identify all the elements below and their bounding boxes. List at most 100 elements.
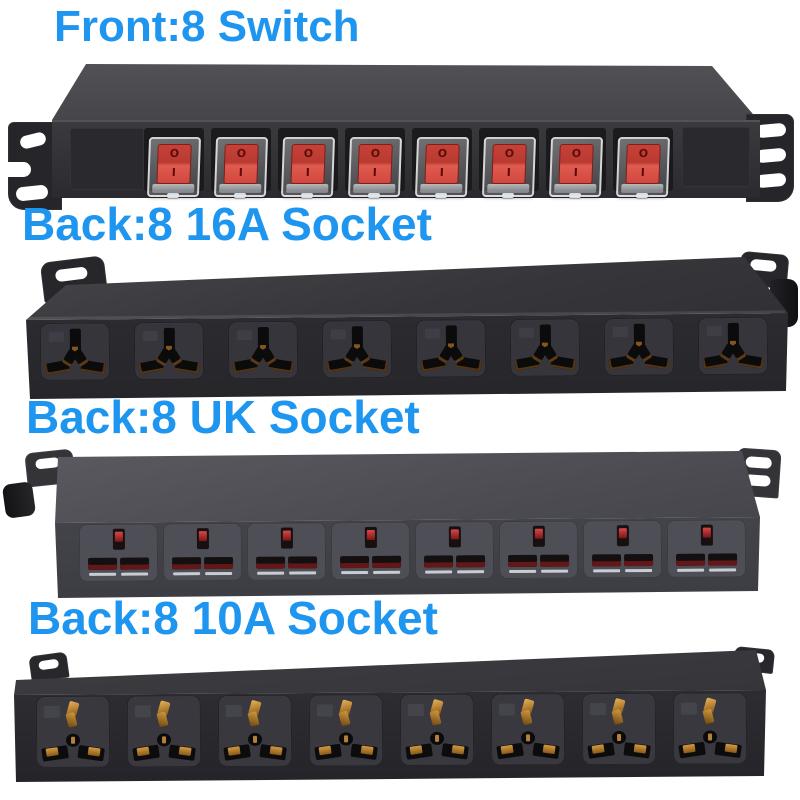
brass-contact-clip: [156, 701, 172, 733]
neutral-pin-slot: [256, 739, 286, 759]
red-rocker-button: O I: [625, 144, 661, 184]
brass-contact-clip: [65, 702, 81, 734]
brass-contact-clip: [429, 700, 445, 732]
ear-slot: [745, 456, 773, 469]
universal-socket-10a: [308, 694, 384, 767]
earth-pin-slot: [196, 528, 209, 550]
rocker-switch-module: O I: [211, 128, 271, 202]
brass-contact-clip: [702, 698, 718, 730]
neutral-pin-slot: [357, 349, 387, 371]
universal-socket-16a: [133, 321, 205, 381]
switch-protective-cover: O I: [615, 137, 671, 197]
socket-rating-label: [236, 330, 252, 341]
switch-on-marking: I: [573, 166, 579, 179]
red-rocker-button: O I: [424, 144, 460, 184]
universal-socket-10a: [672, 692, 748, 765]
earth-pin-slot: [112, 528, 125, 550]
brass-contact-clip: [247, 701, 263, 733]
live-pin-slot: [42, 740, 72, 760]
pdu-back-8x10a-socket: [0, 645, 800, 800]
pdu4-left-mounting-ear: [28, 651, 70, 683]
caption-back-10a-socket: Back:8 10A Socket: [28, 592, 438, 644]
live-pin-slot: [676, 553, 706, 566]
socket-rating-label: [498, 703, 515, 716]
cover-hinge: [286, 184, 329, 193]
pdu1-top-surface: [52, 64, 758, 120]
brass-contact-clip: [611, 699, 627, 731]
caption-back-16a-socket: Back:8 16A Socket: [22, 198, 432, 250]
switch-on-marking: I: [305, 166, 311, 179]
red-rocker-button: O I: [290, 144, 326, 184]
socket-rating-label: [134, 705, 151, 718]
brass-contact-clip: [338, 700, 354, 732]
brass-contact-clip: [520, 699, 536, 731]
uk-socket: [414, 521, 495, 580]
live-pin-slot: [256, 556, 286, 569]
live-pin-slot: [139, 351, 169, 373]
uk-socket: [666, 519, 747, 578]
cover-hinge: [353, 184, 396, 193]
live-pin-slot: [340, 555, 370, 569]
switch-on-marking: I: [506, 166, 512, 179]
socket-row-10a: [35, 692, 748, 768]
socket-rating-label: [424, 328, 440, 339]
live-pin-slot: [592, 554, 622, 567]
neutral-pin-slot: [165, 739, 195, 759]
pdu-back-8x16a-socket: [0, 250, 800, 403]
switch-off-marking: O: [236, 147, 247, 160]
earth-pin-slot: [616, 525, 629, 547]
neutral-pin-slot: [288, 556, 318, 569]
earth-pin-slot: [448, 526, 461, 548]
socket-rating-label: [142, 330, 158, 342]
universal-socket-10a: [217, 694, 293, 768]
red-rocker-button: O I: [357, 144, 393, 184]
live-pin-slot: [327, 349, 357, 371]
red-rocker-button: O I: [491, 144, 527, 184]
socket-rating-label: [43, 705, 60, 718]
uk-socket: [330, 521, 411, 581]
live-pin-slot: [421, 348, 451, 370]
cover-hinge: [152, 184, 195, 193]
earth-pin-slot: [280, 527, 293, 549]
switch-off-marking: O: [437, 147, 448, 160]
switch-protective-cover: O I: [481, 137, 537, 197]
ear-slot: [18, 131, 48, 150]
switch-off-marking: O: [370, 147, 381, 160]
uk-socket: [246, 522, 327, 581]
socket-rating-label: [316, 704, 333, 717]
red-rocker-button: O I: [223, 144, 259, 184]
switch-off-marking: O: [169, 147, 180, 160]
neutral-pin-slot: [372, 555, 402, 568]
live-pin-slot: [424, 555, 454, 568]
socket-rating-label: [518, 327, 534, 338]
switch-off-marking: O: [303, 147, 314, 160]
neutral-pin-slot: [639, 347, 669, 369]
neutral-pin-slot: [204, 556, 234, 570]
universal-socket-10a: [490, 693, 566, 766]
switch-protective-cover: O I: [414, 137, 470, 197]
cover-hinge: [554, 184, 597, 193]
switch-protective-cover: O I: [213, 137, 269, 197]
switch-protective-cover: O I: [280, 137, 336, 197]
earth-pin-slot: [532, 525, 545, 547]
switch-off-marking: O: [504, 147, 515, 160]
pdu-back-8xuk-socket: [0, 443, 800, 603]
ear-slot: [38, 658, 60, 671]
ear-slot: [755, 172, 787, 189]
live-pin-slot: [45, 352, 75, 374]
caption-front-8-switch: Front:8 Switch: [54, 2, 360, 51]
socket-rating-label: [225, 704, 242, 718]
socket-row-16a: [39, 316, 769, 381]
neutral-pin-slot: [451, 348, 481, 370]
live-pin-slot: [508, 554, 538, 568]
ear-slot: [54, 266, 89, 283]
switch-protective-cover: O I: [347, 137, 403, 197]
live-pin-slot: [609, 347, 639, 369]
neutral-pin-slot: [75, 351, 105, 373]
cover-hinge: [621, 184, 664, 193]
switch-off-marking: O: [638, 147, 649, 160]
pdu1-left-blank-panel: [70, 128, 144, 190]
uk-socket: [582, 519, 663, 579]
universal-socket-16a: [227, 320, 299, 380]
